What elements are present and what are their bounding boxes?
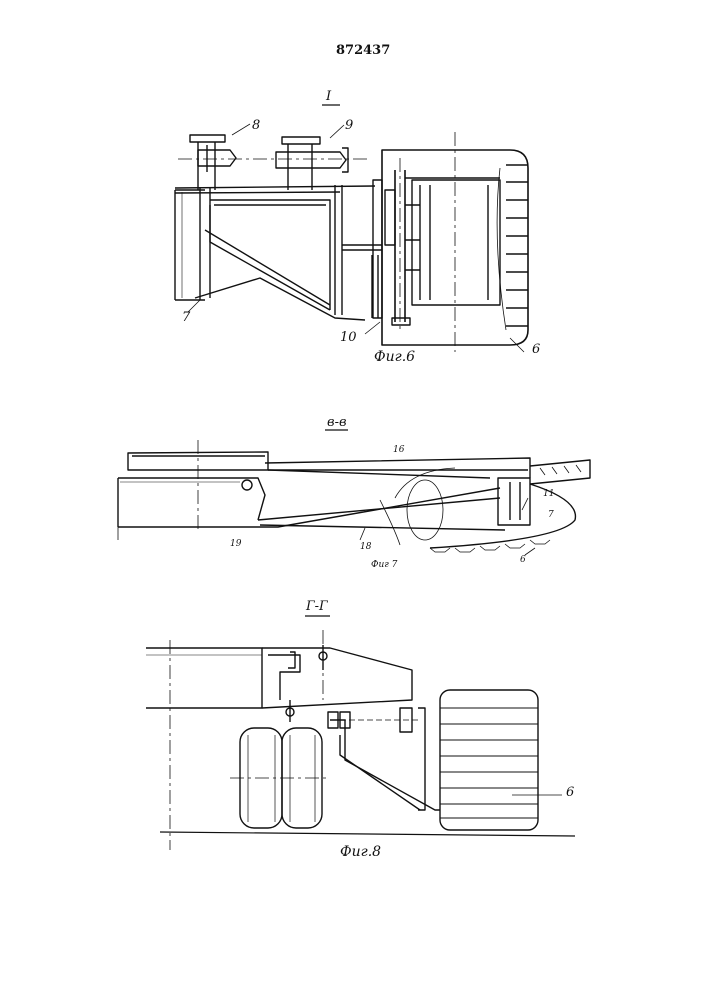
figure-6-label-8: 8 bbox=[252, 119, 260, 132]
patent-number: 872437 bbox=[336, 44, 390, 57]
figure-6-label-9: 9 bbox=[345, 119, 353, 132]
figure-6-label-7: 7 bbox=[182, 311, 190, 324]
figure-6-caption: Фиг.6 bbox=[374, 350, 415, 364]
figure-8-caption: Фиг.8 bbox=[340, 845, 381, 859]
figure-8-section-title: Г-Г bbox=[306, 600, 328, 613]
figure-6-label-10: 10 bbox=[340, 331, 357, 344]
figure-7-label-6: 6 bbox=[520, 556, 526, 565]
figure-6-drawing bbox=[175, 105, 528, 352]
figure-7-label-11: 11 bbox=[543, 490, 554, 499]
figure-7-section-title: в-в bbox=[327, 416, 347, 429]
figure-7-label-16: 16 bbox=[393, 446, 404, 455]
figure-7-label-18: 18 bbox=[360, 543, 371, 552]
figure-8-label-6: 6 bbox=[566, 786, 574, 799]
figure-7-label-7: 7 bbox=[548, 511, 554, 520]
figure-6-section-title: I bbox=[326, 90, 331, 103]
figure-7-caption: Фиг 7 bbox=[371, 561, 397, 570]
figure-8-drawing bbox=[146, 616, 575, 850]
figure-7-label-19: 19 bbox=[230, 540, 241, 549]
figure-7-drawing bbox=[118, 430, 590, 555]
figure-6-label-6: 6 bbox=[532, 343, 540, 356]
